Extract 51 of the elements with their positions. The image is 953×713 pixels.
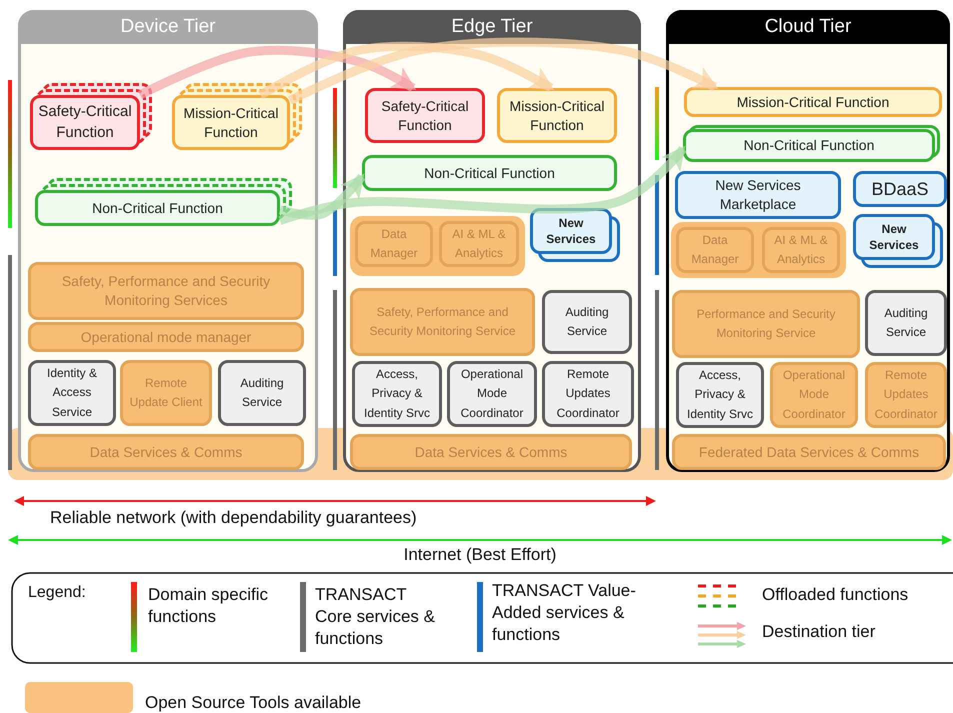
- function-box: Safety-Critical Function: [30, 95, 140, 150]
- function-box: Safety-Critical Function: [365, 88, 485, 143]
- legend-text: Offloaded functions: [762, 584, 910, 606]
- tier-panel: [18, 10, 318, 472]
- service-box: BDaaS: [853, 171, 947, 207]
- service-box: Identity & Access Service: [28, 360, 116, 426]
- service-box: New Services Marketplace: [675, 171, 841, 219]
- legend-text: Open Source Tools available: [145, 692, 362, 713]
- network-label: Internet (Best Effort): [402, 545, 558, 565]
- legend-heading: Legend:: [28, 584, 87, 602]
- tier-header: Cloud Tier: [666, 10, 950, 44]
- destination-arrow: [278, 146, 686, 225]
- destination-arrow: [288, 38, 718, 105]
- service-box: AI & ML & Analytics: [762, 227, 840, 273]
- service-box: Remote Updates Coordinator: [865, 362, 947, 428]
- function-box: Non-Critical Function: [35, 190, 280, 226]
- service-box: Data Manager: [355, 221, 433, 267]
- service-box: Auditing Service: [218, 360, 306, 426]
- function-box: Non-Critical Function: [362, 155, 617, 191]
- network-label: Reliable network (with dependability guarantees): [50, 508, 418, 528]
- legend-text: TRANSACT Value-Added services & functions: [492, 580, 637, 646]
- service-box: Federated Data Services & Comms: [672, 434, 946, 470]
- function-box: Non-Critical Function: [683, 129, 935, 162]
- legend-text: Domain specific functions: [148, 584, 269, 628]
- tier-panel: [343, 10, 641, 472]
- service-box: Auditing Service: [542, 290, 632, 354]
- function-box: Mission-Critical Function: [684, 87, 942, 117]
- service-box: Operational mode manager: [28, 322, 304, 352]
- service-box: Safety, Performance and Security Monitoring Services: [28, 262, 304, 320]
- service-box: Remote Update Client: [120, 360, 212, 426]
- legend-text: TRANSACT Core services & functions: [315, 584, 436, 650]
- service-box: Operational Mode Coordinator: [770, 362, 858, 428]
- function-box: Mission-Critical Function: [497, 88, 617, 143]
- service-box: Remote Updates Coordinator: [542, 361, 634, 427]
- tier-panel: [666, 10, 950, 472]
- service-box: AI & ML & Analytics: [439, 221, 519, 267]
- tier-header: Edge Tier: [343, 10, 641, 44]
- destination-arrow: [278, 173, 366, 220]
- service-box: Access, Privacy & Identity Srvc: [676, 362, 764, 428]
- service-box: Performance and Security Monitoring Service: [672, 290, 860, 358]
- service-box: Data Manager: [676, 227, 754, 273]
- tier-header: Device Tier: [18, 10, 318, 44]
- service-box: Data Services & Comms: [350, 434, 632, 470]
- destination-arrow: [138, 46, 416, 100]
- legend-text: Destination tier: [762, 621, 876, 643]
- function-box: Mission-Critical Function: [172, 95, 290, 150]
- service-box: Auditing Service: [865, 290, 947, 356]
- service-box: Access, Privacy & Identity Srvc: [352, 361, 442, 427]
- service-box: Data Services & Comms: [28, 434, 304, 470]
- service-box: Operational Mode Coordinator: [447, 361, 537, 427]
- service-box: Safety, Performance and Security Monitoring Service: [350, 288, 535, 356]
